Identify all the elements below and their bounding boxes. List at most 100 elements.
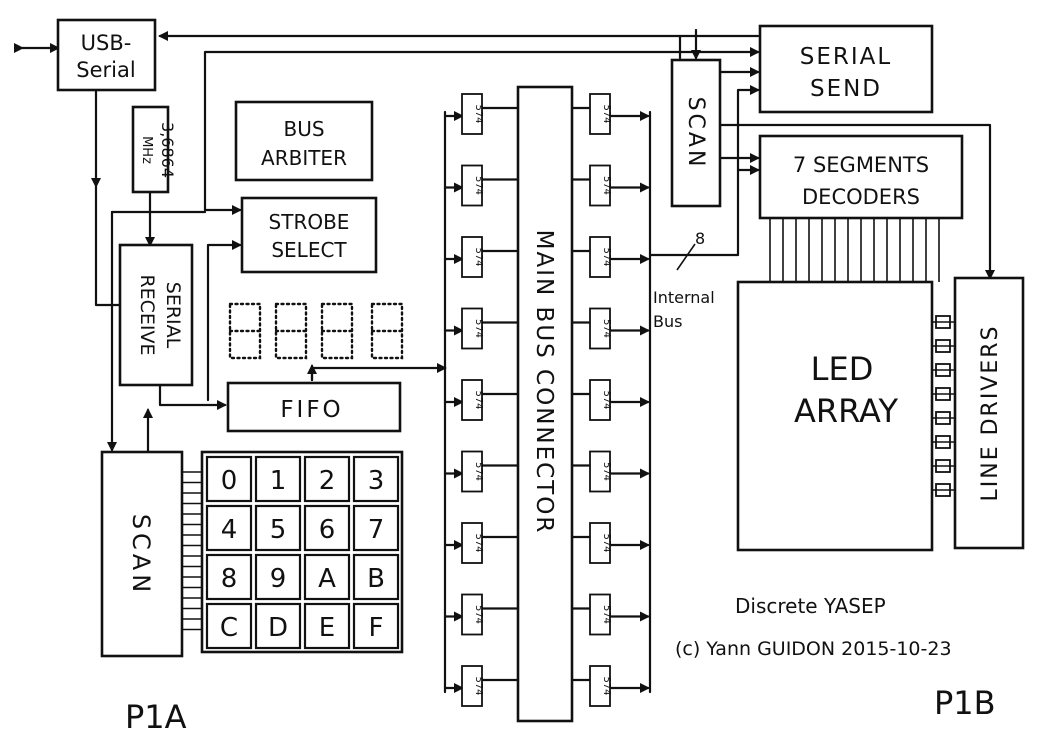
seven-segment-display (228, 302, 404, 360)
segment-digit-0 (228, 302, 262, 360)
main-bus-connector: MAIN BUS CONNECTOR (516, 85, 574, 723)
crystal-block: 3,6864 MHz (131, 105, 177, 194)
key-label: 2 (319, 466, 336, 496)
latch-574-right-5: 574 (570, 450, 650, 493)
latch-574-left-8: 574 (443, 665, 520, 707)
latch-label: 574 (473, 319, 484, 338)
key-D[interactable]: D (254, 602, 302, 650)
latch-574-left-4: 574 (443, 379, 520, 421)
led-row-2 (932, 363, 955, 377)
latch-label: 574 (473, 533, 484, 552)
key-label: A (318, 564, 336, 594)
key-C[interactable]: C (205, 602, 253, 650)
serial-send-label-2: SEND (810, 76, 882, 102)
led-row-3 (932, 387, 955, 401)
latch-574-right-3: 574 (570, 307, 650, 350)
led-row-0 (932, 315, 955, 329)
usb-serial-block: USB- Serial (56, 18, 157, 92)
serial-send-label-1: SERIAL (800, 44, 892, 70)
led-row-4 (932, 411, 955, 425)
segment-digit-3 (370, 302, 404, 360)
page-label-left: P1A (125, 698, 187, 736)
serial-send-block: SERIAL SEND (758, 24, 934, 114)
key-1[interactable]: 1 (254, 455, 302, 503)
keypad-scan-block: SCAN (100, 450, 202, 658)
bus-width-label: 8 (695, 229, 705, 248)
key-label: 8 (221, 564, 238, 594)
led-row-6 (932, 459, 955, 473)
key-label: F (369, 613, 384, 643)
serial-receive-label-1: SERIAL (162, 282, 184, 349)
key-7[interactable]: 7 (352, 504, 400, 552)
strobe-select-block: STROBE SELECT (240, 196, 378, 274)
key-label: 5 (270, 515, 287, 545)
key-3[interactable]: 3 (352, 455, 400, 503)
line-drivers-block: LINE DRIVERS (953, 276, 1025, 550)
wires (14, 28, 995, 694)
keypad-scan-label: SCAN (127, 514, 155, 596)
key-6[interactable]: 6 (303, 504, 351, 552)
credit-title: Discrete YASEP (735, 594, 886, 618)
segment-decoders-block: 7 SEGMENTS DECODERS (758, 134, 964, 282)
segment-decoders-label-2: DECODERS (802, 185, 920, 209)
latch-label: 574 (473, 390, 484, 409)
latch-label: 574 (601, 247, 612, 266)
led-row-7 (932, 483, 955, 497)
led-row-lines (932, 315, 955, 497)
internal-bus-label-1: Internal (653, 288, 715, 307)
fifo-label: FIFO (280, 397, 343, 423)
key-E[interactable]: E (303, 602, 351, 650)
latch-label: 574 (601, 319, 612, 338)
page-label-right: P1B (934, 684, 996, 722)
crystal-unit-label: MHz (139, 136, 154, 164)
key-label: 6 (319, 515, 336, 545)
strobe-select-label-2: SELECT (271, 238, 347, 262)
latch-574-left-5: 574 (443, 450, 520, 493)
led-array-label-2: ARRAY (794, 392, 898, 430)
latch-574-left-0: 574 (443, 93, 520, 135)
led-array-label-1: LED (811, 350, 874, 388)
led-array-block: LED ARRAY (736, 280, 955, 552)
line-drivers-label: LINE DRIVERS (978, 324, 1003, 501)
key-label: 3 (368, 466, 385, 496)
key-8[interactable]: 8 (205, 553, 253, 601)
segment-decoders-label-1: 7 SEGMENTS (793, 153, 929, 177)
led-row-5 (932, 435, 955, 449)
latch-label: 574 (601, 104, 612, 123)
segment-digit-1 (274, 302, 308, 360)
key-A[interactable]: A (303, 553, 351, 601)
serial-receive-block: SERIAL RECEIVE (118, 243, 194, 387)
key-label: 9 (270, 564, 287, 594)
strobe-select-label-1: STROBE (269, 210, 350, 234)
crystal-freq-label: 3,6864 (158, 122, 177, 178)
key-0[interactable]: 0 (205, 455, 253, 503)
segment-digit-2 (320, 302, 354, 360)
key-B[interactable]: B (352, 553, 400, 601)
latch-label: 574 (601, 605, 612, 624)
scan-lines (182, 471, 202, 631)
latch-label: 574 (601, 462, 612, 481)
latch-label: 574 (601, 533, 612, 552)
latch-574-right-2: 574 (570, 236, 650, 278)
key-5[interactable]: 5 (254, 504, 302, 552)
display-scan-label: SCAN (683, 97, 708, 170)
key-F[interactable]: F (352, 602, 400, 650)
bus-arbiter-label-2: ARBITER (261, 146, 347, 170)
internal-bus-label-2: Bus (653, 312, 682, 331)
latch-574-right-4: 574 (570, 379, 650, 421)
latch-label: 574 (473, 104, 484, 123)
key-2[interactable]: 2 (303, 455, 351, 503)
key-9[interactable]: 9 (254, 553, 302, 601)
key-label: C (220, 613, 238, 643)
latch-label: 574 (473, 605, 484, 624)
display-scan-block: SCAN (670, 58, 722, 208)
latch-574-left-7: 574 (443, 593, 520, 636)
latch-574-right-7: 574 (570, 593, 650, 636)
latch-label: 574 (473, 676, 484, 695)
latch-574-left-6: 574 (443, 522, 520, 564)
key-label: B (367, 564, 385, 594)
key-4[interactable]: 4 (205, 504, 253, 552)
latch-label: 574 (601, 176, 612, 195)
